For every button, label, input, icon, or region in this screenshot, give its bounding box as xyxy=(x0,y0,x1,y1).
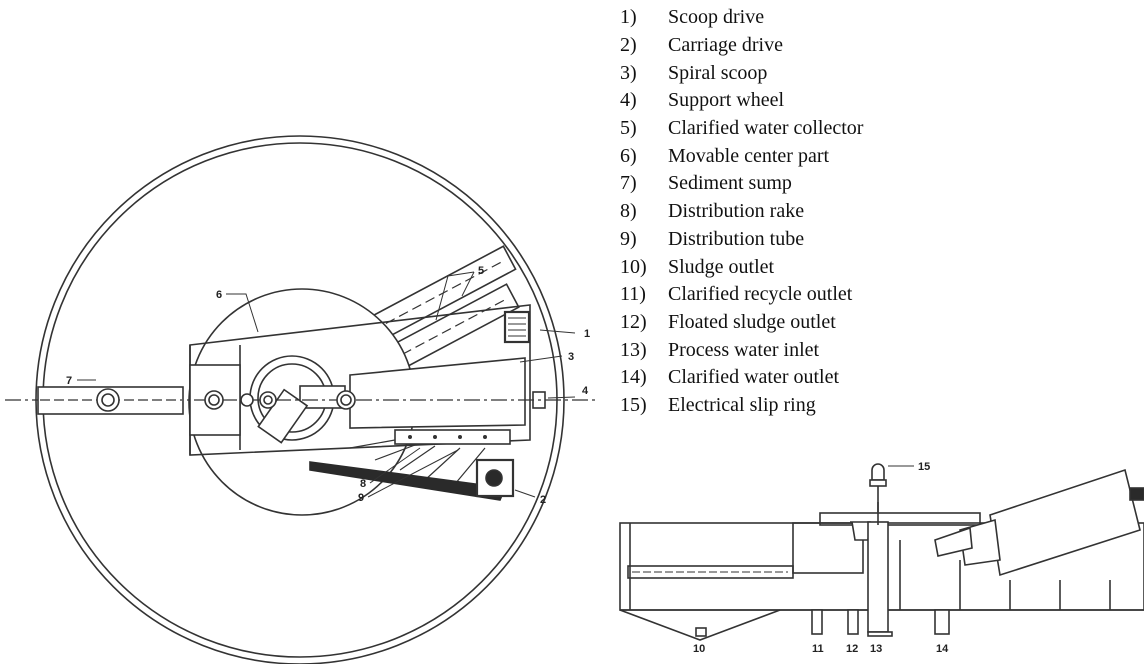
callout-6: 6 xyxy=(216,289,222,301)
scoop-drive xyxy=(503,310,531,344)
callout-10: 10 xyxy=(693,643,705,655)
callout-7: 7 xyxy=(66,375,72,387)
legend-item: 14)Clarified water outlet xyxy=(620,366,840,389)
callout-9: 9 xyxy=(358,492,364,504)
callout-4: 4 xyxy=(582,385,589,397)
legend-item: 13)Process water inlet xyxy=(620,338,820,361)
callout-13: 13 xyxy=(870,643,882,655)
spiral-scoop xyxy=(349,357,526,429)
carriage-drive xyxy=(475,458,515,498)
legend-item: 9)Distribution tube xyxy=(620,227,805,250)
callout-8: 8 xyxy=(360,478,366,490)
electrical-slip-ring xyxy=(871,463,885,481)
callout-14: 14 xyxy=(936,643,949,655)
legend-item: 11)Clarified recycle outlet xyxy=(620,283,853,306)
legend-item: 3)Spiral scoop xyxy=(620,61,768,84)
outlet-leg-11 xyxy=(811,609,823,635)
legend-item: 15)Electrical slip ring xyxy=(620,393,816,416)
callout-1: 1 xyxy=(584,328,590,340)
callout-11: 11 xyxy=(812,643,824,655)
callout-2: 2 xyxy=(540,494,546,506)
process-water-inlet-column xyxy=(867,521,889,633)
component-legend: 1)Scoop drive 2)Carriage drive 3)Spiral … xyxy=(620,4,863,419)
legend-item: 6)Movable center part xyxy=(620,144,830,167)
callout-12: 12 xyxy=(846,643,858,655)
callout-15: 15 xyxy=(918,461,930,473)
plan-view-drawing: 1 3 4 5 6 7 8 9 2 xyxy=(5,135,595,664)
legend-item: 4)Support wheel xyxy=(620,89,785,112)
outlet-leg-10 xyxy=(695,627,707,637)
legend-item: 2)Carriage drive xyxy=(620,34,783,57)
distribution-rake xyxy=(394,429,511,445)
outlet-leg-12 xyxy=(847,609,859,635)
legend-item: 1)Scoop drive xyxy=(620,6,765,29)
legend-item: 8)Distribution rake xyxy=(620,200,805,223)
tank-body xyxy=(619,522,1144,611)
legend-item: 10)Sludge outlet xyxy=(620,255,775,278)
legend-item: 7)Sediment sump xyxy=(620,172,792,195)
callout-3: 3 xyxy=(568,351,574,363)
outlet-leg-14 xyxy=(934,609,950,635)
callout-5: 5 xyxy=(478,265,484,277)
spiral-scoop-housing xyxy=(989,468,1141,577)
legend-item: 5)Clarified water collector xyxy=(620,117,864,140)
distribution-tube xyxy=(309,461,507,501)
legend-item: 12)Floated sludge outlet xyxy=(620,310,836,333)
outlet-leg-13 xyxy=(867,631,893,637)
